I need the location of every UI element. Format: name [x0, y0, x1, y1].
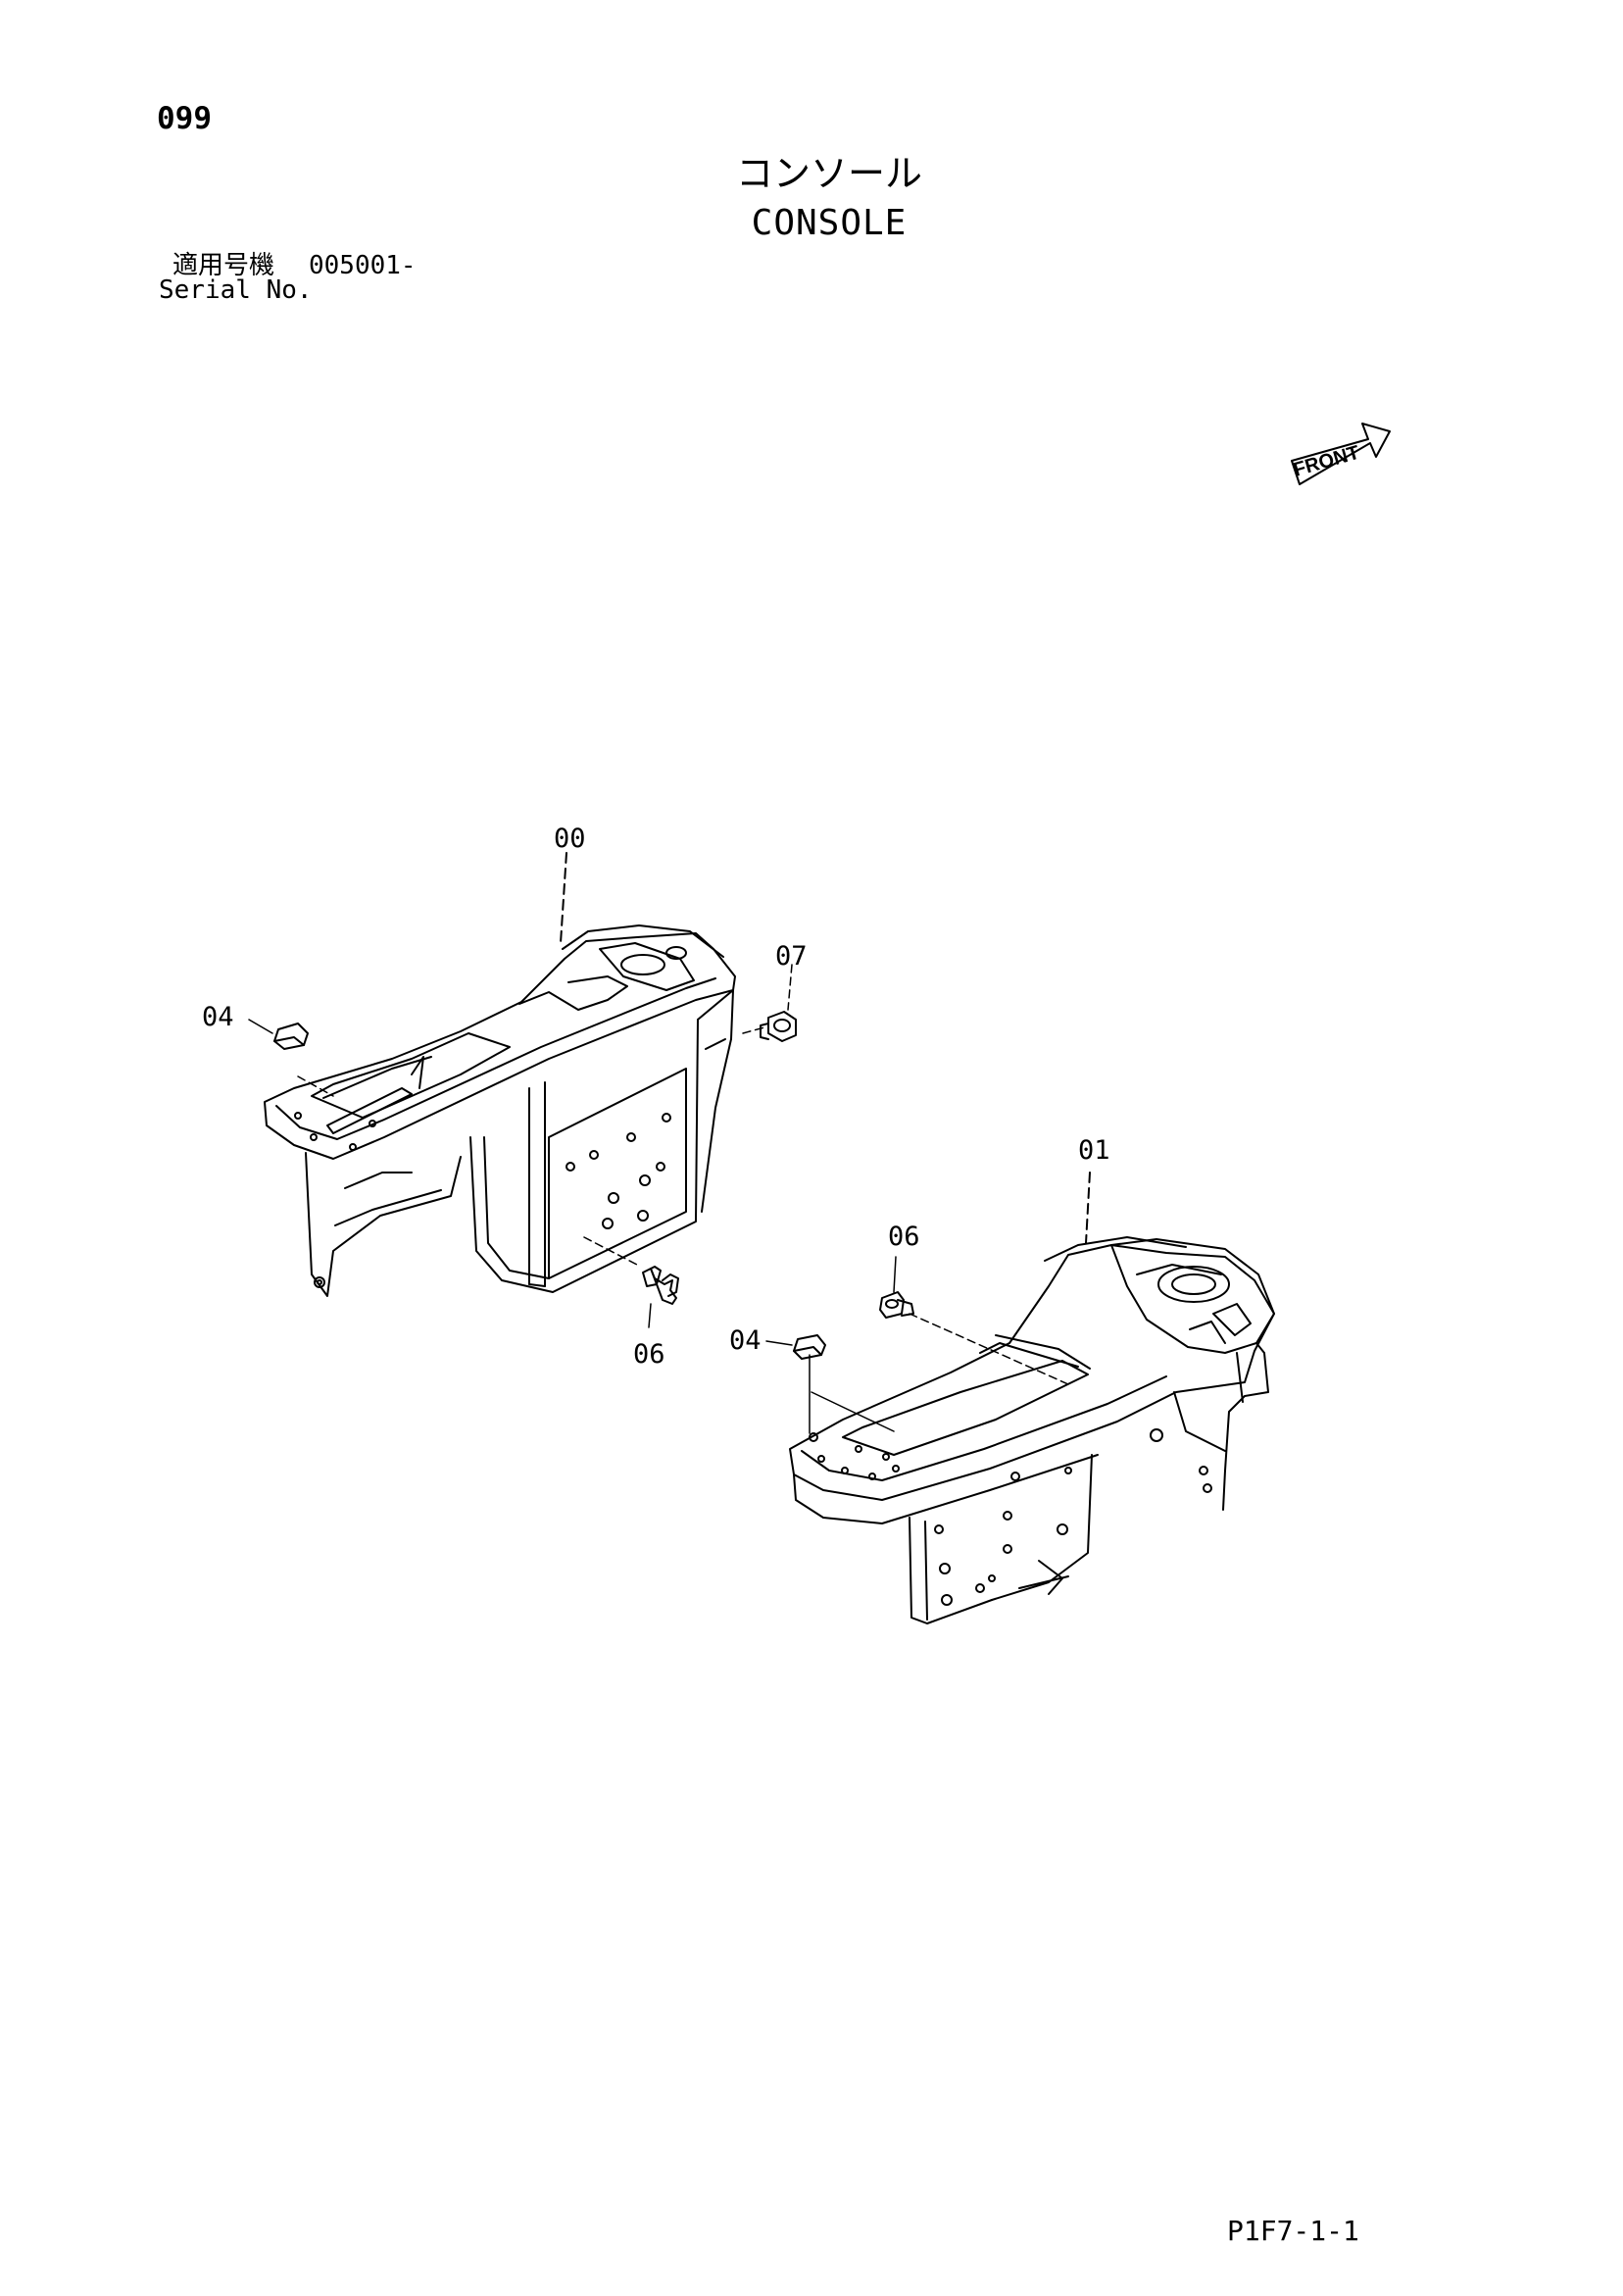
cap-part-04-right — [765, 1334, 826, 1360]
callout-04-right: 04 — [729, 1325, 762, 1356]
bolt-part-06-left — [642, 1266, 679, 1328]
callout-00: 00 — [554, 824, 586, 854]
page-number: 099 — [157, 101, 212, 136]
drawing-id: P1F7-1-1 — [1227, 2215, 1359, 2247]
serial-label-japanese: 適用号機 — [172, 251, 275, 280]
bolt-part-06-right — [879, 1256, 914, 1319]
serial-label-english: Serial No. — [159, 275, 313, 305]
callout-06-right: 06 — [888, 1222, 920, 1252]
callout-06-left: 06 — [633, 1339, 665, 1370]
title-english: CONSOLE — [751, 203, 908, 243]
bolt-part-07 — [760, 964, 797, 1042]
console-assembly-right — [789, 1172, 1275, 1624]
callout-04-left: 04 — [202, 1002, 234, 1032]
front-label: FRONT — [1291, 442, 1361, 481]
serial-number-value: 005001- — [309, 251, 417, 280]
title-japanese: コンソール — [735, 152, 922, 195]
cap-part-04-left — [248, 1019, 309, 1050]
console-assembly-left — [264, 852, 765, 1297]
callout-07: 07 — [775, 941, 808, 972]
callout-01: 01 — [1078, 1135, 1110, 1166]
front-arrow-icon: FRONT — [1291, 423, 1391, 485]
